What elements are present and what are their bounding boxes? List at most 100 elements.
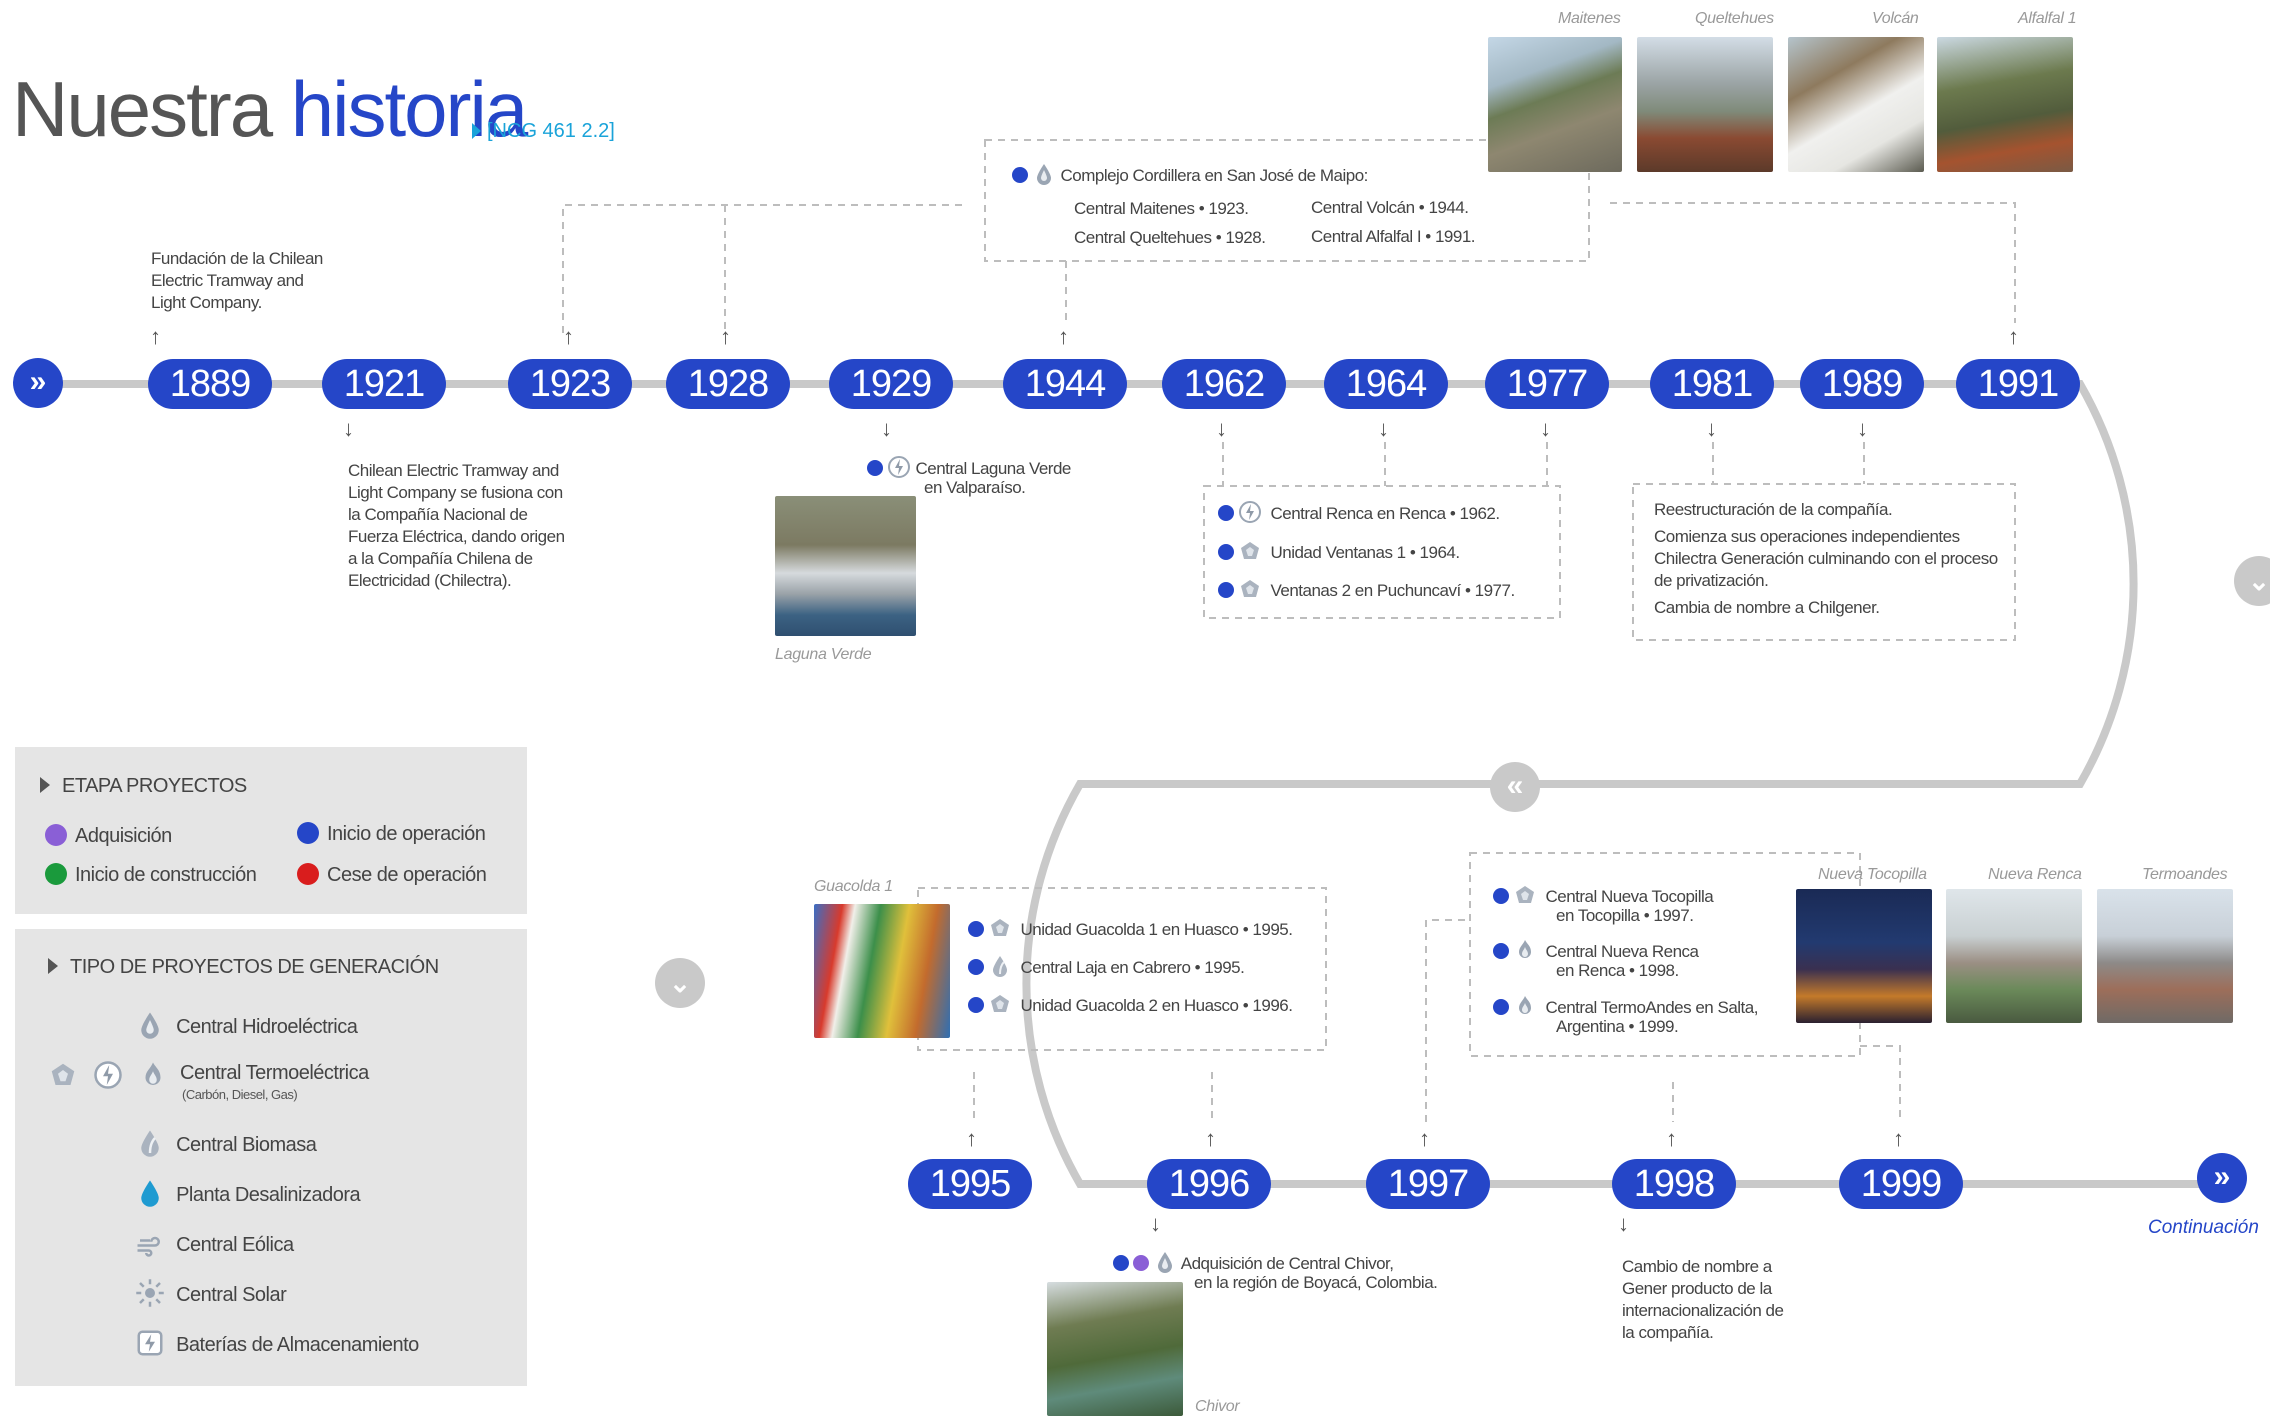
coal-icon bbox=[1241, 542, 1260, 559]
coal-icon bbox=[1516, 886, 1535, 903]
legend-operation: Inicio de operación bbox=[297, 822, 486, 846]
reference-link[interactable]: [NCG 461 2.2] bbox=[472, 120, 615, 143]
group-1997-item: Central TermoAndes en Salta, bbox=[1493, 994, 1758, 1019]
legend-wind: Central Eólica bbox=[135, 1228, 294, 1258]
group-1997-line: en Tocopilla • 1997. bbox=[1556, 906, 1694, 925]
operation-dot bbox=[1012, 167, 1028, 183]
operation-dot bbox=[1218, 544, 1234, 560]
photo-caption: Laguna Verde bbox=[775, 646, 872, 663]
year-1999[interactable]: 1999 bbox=[1839, 1159, 1963, 1209]
photo-caption: Chivor bbox=[1195, 1398, 1240, 1415]
cordillera-item: Central Volcán • 1944. bbox=[1311, 198, 1469, 217]
arrow-down-icon: ↓ bbox=[1618, 1211, 1629, 1236]
arrow-down-icon: ↓ bbox=[1706, 416, 1717, 441]
group-1995-item: Unidad Guacolda 1 en Huasco • 1995. bbox=[968, 916, 1293, 941]
photo-maitenes bbox=[1488, 37, 1622, 172]
year-1923[interactable]: 1923 bbox=[508, 359, 632, 409]
coal-icon bbox=[991, 919, 1010, 936]
group-1995-item: Central Laja en Cabrero • 1995. bbox=[968, 954, 1245, 979]
biomass-icon bbox=[993, 956, 1008, 977]
continue-button[interactable]: » bbox=[2197, 1153, 2247, 1203]
arrow-up-icon: ↑ bbox=[1058, 324, 1069, 349]
photo-guacolda bbox=[814, 904, 950, 1038]
photo-nueva-tocopilla bbox=[1796, 889, 1932, 1023]
cordillera-box bbox=[984, 139, 1590, 262]
photo-caption: Termoandes bbox=[2142, 866, 2228, 883]
year-1928[interactable]: 1928 bbox=[666, 359, 790, 409]
photo-termoandes bbox=[2097, 889, 2233, 1023]
year-1944[interactable]: 1944 bbox=[1003, 359, 1127, 409]
year-1991[interactable]: 1991 bbox=[1956, 359, 2080, 409]
group-1981-text: Reestructuración de la compañía. Comienz… bbox=[1654, 500, 1998, 617]
group-1995-item: Unidad Guacolda 2 en Huasco • 1996. bbox=[968, 992, 1293, 1017]
legend-type-title[interactable]: TIPO DE PROYECTOS DE GENERACIÓN bbox=[48, 956, 439, 979]
photo-laguna-verde bbox=[775, 496, 916, 636]
legend-stage-title[interactable]: ETAPA PROYECTOS bbox=[40, 775, 247, 798]
event-1996: Adquisición de Central Chivor, bbox=[1113, 1250, 1394, 1275]
continue-link[interactable]: Continuación bbox=[2148, 1217, 2259, 1238]
group-1997-box bbox=[1469, 852, 1861, 1057]
thermo-multi-icon bbox=[888, 456, 911, 478]
arrow-down-icon: ↓ bbox=[881, 416, 892, 441]
year-1981[interactable]: 1981 bbox=[1650, 359, 1774, 409]
group-1962-item: Unidad Ventanas 1 • 1964. bbox=[1218, 539, 1460, 564]
year-1977[interactable]: 1977 bbox=[1485, 359, 1609, 409]
legend-desalination: Planta Desalinizadora bbox=[135, 1178, 361, 1208]
year-1929[interactable]: 1929 bbox=[829, 359, 953, 409]
hydro-icon bbox=[141, 1012, 159, 1039]
coal-icon bbox=[1241, 580, 1260, 597]
title-light: Nuestra bbox=[12, 65, 273, 153]
year-1995[interactable]: 1995 bbox=[908, 1159, 1032, 1209]
operation-dot bbox=[968, 921, 984, 937]
acquisition-dot bbox=[1133, 1255, 1150, 1271]
battery-icon bbox=[137, 1330, 163, 1356]
arrow-up-icon: ↑ bbox=[563, 324, 574, 349]
event-1996-line2: en la región de Boyacá, Colombia. bbox=[1194, 1273, 1438, 1292]
operation-dot bbox=[1218, 582, 1234, 598]
operation-dot bbox=[968, 959, 984, 975]
biomass-icon bbox=[141, 1130, 159, 1157]
operation-dot bbox=[1113, 1255, 1129, 1271]
scroll-down-button[interactable]: ⌄ bbox=[2234, 556, 2270, 606]
arrow-up-icon: ↑ bbox=[720, 324, 731, 349]
year-1964[interactable]: 1964 bbox=[1324, 359, 1448, 409]
timeline-track bbox=[40, 380, 2230, 1188]
photo-caption: Maitenes bbox=[1558, 10, 1621, 27]
operation-dot bbox=[1493, 999, 1509, 1015]
reference-text: [NCG 461 2.2] bbox=[487, 120, 615, 142]
event-1929: Central Laguna Verde bbox=[867, 455, 1071, 480]
legend-thermo-icons bbox=[48, 1060, 168, 1091]
back-button[interactable]: « bbox=[1490, 762, 1540, 812]
group-1997-line: en Renca • 1998. bbox=[1556, 961, 1679, 980]
year-1998[interactable]: 1998 bbox=[1612, 1159, 1736, 1209]
cordillera-item: Central Queltehues • 1928. bbox=[1074, 228, 1266, 247]
thermo-multi-icon bbox=[1239, 501, 1262, 523]
arrow-up-icon: ↑ bbox=[150, 324, 161, 349]
group-1981-box bbox=[1632, 483, 2016, 641]
arrow-down-icon: ↓ bbox=[343, 416, 354, 441]
cordillera-item: Central Alfalfal I • 1991. bbox=[1311, 227, 1476, 246]
legend-construction: Inicio de construcción bbox=[45, 863, 257, 887]
year-1889[interactable]: 1889 bbox=[148, 359, 272, 409]
arrow-up-icon: ↑ bbox=[1419, 1126, 1430, 1151]
year-1921[interactable]: 1921 bbox=[322, 359, 446, 409]
diesel-icon bbox=[94, 1061, 122, 1089]
year-1997[interactable]: 1997 bbox=[1366, 1159, 1490, 1209]
year-1989[interactable]: 1989 bbox=[1800, 359, 1924, 409]
photo-caption: Volcán bbox=[1872, 10, 1919, 27]
cordillera-title: Complejo Cordillera en San José de Maipo… bbox=[1012, 162, 1368, 187]
scroll-down-button-left[interactable]: ⌄ bbox=[655, 958, 705, 1008]
forward-button[interactable]: » bbox=[13, 358, 63, 408]
arrow-up-icon: ↑ bbox=[1666, 1126, 1677, 1151]
cordillera-item: Central Maitenes • 1923. bbox=[1074, 199, 1249, 218]
legend-stage bbox=[15, 747, 527, 914]
coal-icon bbox=[991, 995, 1010, 1012]
year-1962[interactable]: 1962 bbox=[1162, 359, 1286, 409]
group-1962-item: Central Renca en Renca • 1962. bbox=[1218, 500, 1500, 525]
year-1996[interactable]: 1996 bbox=[1147, 1159, 1271, 1209]
arrow-up-icon: ↑ bbox=[966, 1126, 977, 1151]
gas-icon bbox=[145, 1062, 161, 1085]
group-1997-item: Central Nueva Tocopilla bbox=[1493, 883, 1714, 908]
photo-caption: Nueva Renca bbox=[1988, 866, 2082, 883]
